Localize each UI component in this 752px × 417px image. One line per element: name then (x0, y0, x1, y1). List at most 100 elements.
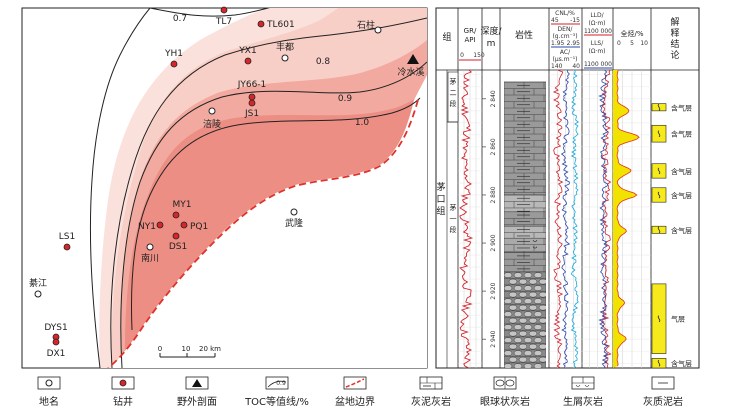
town-label: 丰都 (276, 41, 294, 53)
log-header-interp-line3: 结 (670, 38, 679, 50)
well-yh1: YH1 (164, 49, 183, 68)
legend-label: 地名 (39, 395, 59, 408)
well-tl601: TL601 (257, 20, 295, 30)
well-marker-icon (180, 221, 188, 229)
well-tl7: TL7 (215, 6, 232, 27)
well-label: YH1 (164, 49, 183, 59)
toc-contour-0.9 (120, 61, 427, 368)
well-js1: JS1 (244, 99, 259, 119)
basin-boundary-icon (345, 378, 365, 388)
gas-symbol-icon (657, 359, 661, 367)
outcrop-lengshuixi: 冷水溪 (397, 54, 425, 78)
member-label-upper: 茅二段 (447, 71, 459, 123)
well-yx1: YX1 (238, 46, 257, 65)
interp-label: 含气层 (671, 191, 692, 200)
well-label: TL601 (266, 20, 295, 30)
town-marker-icon (45, 379, 53, 387)
gas-symbol-icon (657, 191, 661, 199)
well-label: DYS1 (44, 323, 67, 333)
member-label-lower: 茅一段 (450, 203, 457, 234)
svg-text:口: 口 (436, 195, 445, 205)
svg-text:段: 段 (450, 99, 457, 108)
toc-zone-1.0 (124, 88, 427, 368)
well-marker-icon (52, 338, 60, 346)
legend: 地名钻井野外剖面0.9TOC等值线/%盆地边界灰泥灰岩眼球状灰岩生屑灰岩灰质泥岩 (37, 376, 683, 408)
lls-curve (598, 69, 609, 369)
town-marker-icon (146, 243, 154, 251)
outside-basin-area (110, 75, 427, 368)
well-marker-icon (63, 243, 71, 251)
lith-unit-eyeball (504, 271, 546, 368)
interp-label: 含气层 (671, 359, 692, 368)
contour-label-0.7: 0.7 (173, 14, 187, 24)
log-header-lls-min: 1 (584, 61, 588, 68)
interp-interval: 含气层 (651, 163, 692, 179)
log-header-cnl-min: 45 (551, 17, 559, 24)
well-label: JS1 (244, 109, 259, 119)
svg-text:茅: 茅 (450, 203, 457, 212)
legend-label: 野外剖面 (177, 395, 217, 408)
log-header-gr-max: 150 (473, 52, 485, 59)
well-marker-icon (156, 221, 164, 229)
well-pq1: PQ1 (180, 221, 208, 232)
log-header-interp-line1: 解 (670, 16, 679, 28)
well-marker-icon (172, 232, 180, 240)
toc-contour-1.0 (131, 97, 421, 331)
well-label: PQ1 (190, 222, 208, 232)
legend-item-eyeball: 眼球状灰岩 (480, 376, 530, 408)
well-my1: MY1 (173, 200, 192, 219)
svg-text:组: 组 (436, 205, 445, 217)
legend-label: 眼球状灰岩 (480, 395, 530, 408)
well-label: MY1 (173, 200, 192, 210)
town-wulong: 武隆 (285, 208, 303, 229)
lithology-column (504, 81, 546, 368)
legend-swatch (265, 376, 289, 390)
town-label: 石柱 (357, 19, 375, 31)
well-marker-icon (248, 99, 256, 107)
log-header-interp-line4: 论 (670, 49, 679, 61)
scale-tick-20: 20 km (199, 345, 221, 353)
town-qijiang: 綦江 (29, 277, 47, 298)
legend-label: 钻井 (113, 395, 133, 408)
scale-tick-0: 0 (158, 345, 162, 353)
toc-contour-0.7-east (149, 8, 269, 17)
svg-text:段: 段 (450, 225, 457, 234)
well-ls1: LS1 (59, 232, 75, 251)
contour-label-1.0: 1.0 (355, 118, 370, 128)
legend-item-marl: 灰泥灰岩 (411, 376, 451, 408)
well-label: LS1 (59, 232, 75, 242)
log-header-lld-unit: (Ω·m) (588, 20, 605, 27)
outcrop-label: 冷水溪 (397, 66, 424, 78)
basin-boundary (107, 99, 419, 368)
town-label: 南川 (141, 252, 159, 264)
town-marker-icon (34, 290, 42, 298)
legend-label: TOC等值线/% (244, 395, 309, 408)
lith-unit-marl_limestone_light (504, 225, 546, 240)
well-marker-icon (119, 379, 127, 387)
town-fengdu: 丰都 (276, 41, 294, 62)
well-label: NY1 (138, 222, 156, 232)
log-header-den-min: 1.95 (551, 40, 565, 47)
svg-text:二: 二 (450, 89, 457, 97)
gr-curve (459, 69, 474, 369)
group-label-maokou: 茅口组 (436, 182, 445, 217)
well-label: YX1 (238, 46, 256, 56)
interp-interval: 含气层 (651, 124, 692, 143)
legend-item-town: 地名 (37, 376, 61, 408)
log-header-lld-max: 100 000 (587, 28, 612, 35)
depth-tick-label: 2 900 (490, 234, 497, 251)
log-header-gr-unit: API (464, 36, 475, 44)
interp-label: 含气层 (671, 167, 692, 176)
interp-interval: 含气层 (651, 358, 692, 369)
interp-label: 含气层 (671, 130, 692, 139)
log-header-depth-line1: 深度/ (480, 25, 502, 37)
well-ny1: NY1 (138, 221, 164, 232)
interp-interval: 含气层 (651, 187, 692, 203)
log-header-gas-title: 全烃/% (620, 29, 643, 38)
well-label: JY66-1 (237, 80, 267, 90)
gas-symbol-icon (657, 226, 661, 234)
outcrop-triangle-icon (407, 54, 419, 64)
